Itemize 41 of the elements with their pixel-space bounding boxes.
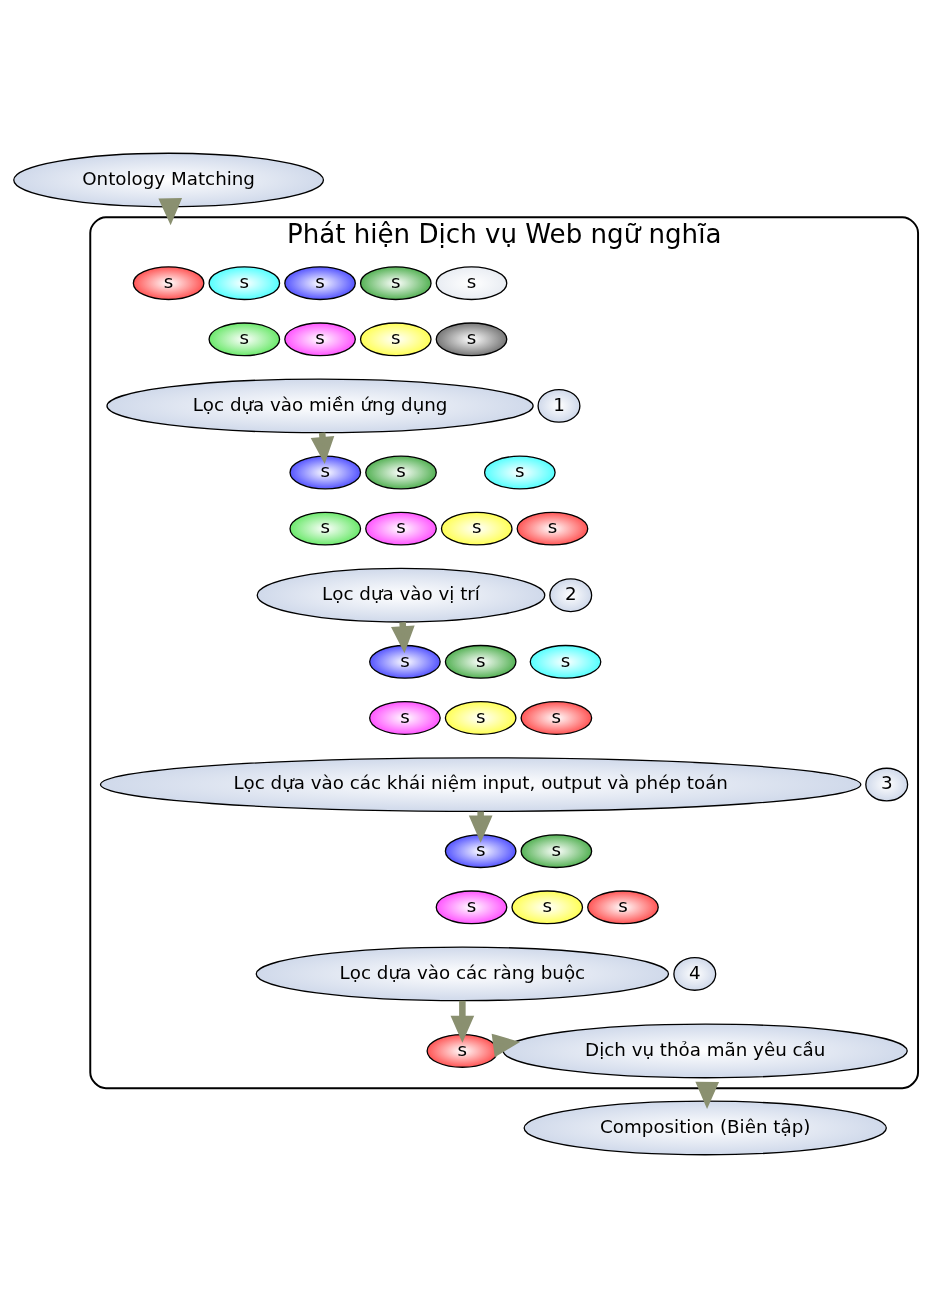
arrow [491, 1033, 521, 1057]
arrow [695, 1081, 720, 1109]
node-ellipse: s [208, 321, 281, 356]
node-ellipse: s [529, 644, 602, 679]
node-ellipse: Lọc dựa vào các ràng buộc [255, 945, 670, 1001]
node-ellipse: s [516, 511, 589, 546]
node-ellipse: s [520, 833, 593, 868]
node-ellipse: s [284, 265, 356, 300]
node-ellipse: 2 [549, 577, 593, 612]
node-ellipse: s [444, 644, 517, 679]
node-ellipse: s [520, 700, 593, 735]
node-ellipse: 3 [865, 767, 909, 802]
node-ellipse: s [511, 889, 584, 924]
node-ellipse: Dịch vụ thỏa mãn yêu cầu [502, 1023, 908, 1078]
node-ellipse: Lọc dựa vào vị trí [256, 567, 546, 623]
arrow [450, 1000, 475, 1043]
node-ellipse: s [369, 644, 441, 679]
node-ellipse: 4 [673, 956, 717, 991]
node-ellipse: s [359, 321, 432, 356]
node-ellipse: s [359, 265, 432, 300]
node-ellipse: s [444, 700, 517, 735]
node-ellipse: Lọc dựa vào miền ứng dụng [106, 377, 534, 433]
node-ellipse: s [365, 511, 437, 546]
node-ellipse: s [483, 455, 556, 489]
node-ellipse: s [440, 511, 513, 546]
node-ellipse: s [284, 321, 356, 356]
node-ellipse: s [435, 321, 508, 356]
node-ellipse: s [444, 833, 517, 868]
node-ellipse: s [435, 889, 508, 924]
node-ellipse: s [289, 455, 362, 489]
node-ellipse: s [369, 700, 441, 735]
node-ellipse: s [435, 265, 508, 300]
arrow [158, 197, 183, 225]
node-ellipse: s [587, 889, 659, 924]
node-ellipse: s [289, 511, 362, 546]
node-ellipse: 1 [537, 388, 581, 423]
node-ellipse: Composition (Biên tập) [523, 1100, 887, 1155]
node-ellipse: Lọc dựa vào các khái niệm input, output và phép toán [99, 756, 862, 812]
node-ellipse: s [365, 455, 437, 489]
node-ellipse: s [208, 265, 281, 300]
node-ellipse: s [132, 265, 205, 300]
